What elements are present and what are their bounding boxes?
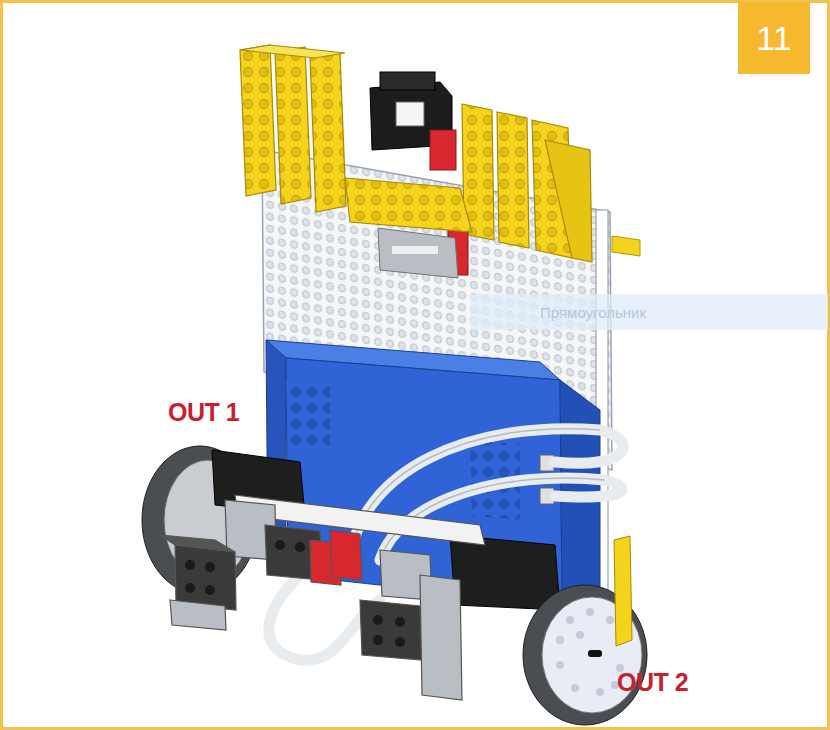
step-number-box: 11	[738, 2, 810, 74]
port-label: OUT 2	[617, 668, 688, 697]
motor-right	[450, 535, 560, 610]
yellow-beam-side	[614, 536, 632, 646]
yellow-beams-right	[462, 104, 592, 262]
studs	[185, 540, 405, 647]
step-number: 11	[756, 19, 791, 58]
grey-connector	[378, 228, 458, 278]
chassis	[160, 495, 485, 700]
watermark-band: Прямоугольник	[470, 294, 828, 330]
yellow-beam	[345, 178, 472, 232]
watermark: Прямоугольник	[540, 304, 646, 321]
port-label: OUT 1	[168, 398, 239, 427]
yellow-beams-left	[240, 45, 346, 212]
